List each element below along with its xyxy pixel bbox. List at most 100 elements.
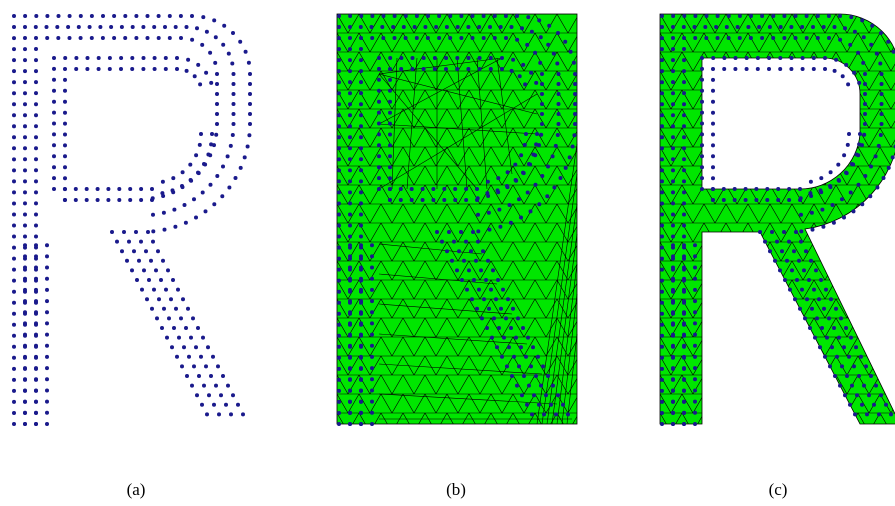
- mesh-node: [481, 14, 486, 18]
- mesh-node: [820, 207, 825, 212]
- mesh-node: [682, 366, 686, 371]
- point: [229, 412, 233, 417]
- point: [119, 67, 123, 71]
- point: [12, 102, 16, 107]
- mesh-node: [359, 179, 363, 184]
- mesh-node: [542, 412, 546, 417]
- point: [176, 287, 180, 292]
- mesh-node: [682, 36, 686, 40]
- point: [110, 230, 114, 234]
- mesh-node: [660, 234, 664, 239]
- mesh-node: [556, 31, 560, 35]
- point: [23, 422, 27, 426]
- mesh-node: [818, 188, 823, 193]
- mesh-node: [485, 191, 490, 196]
- mesh-node: [523, 82, 528, 87]
- mesh-node: [401, 25, 406, 29]
- point: [175, 354, 179, 359]
- mesh-node: [749, 14, 753, 18]
- mesh-node: [534, 374, 538, 378]
- point: [34, 36, 38, 40]
- point: [150, 198, 154, 202]
- point: [231, 82, 236, 86]
- point: [179, 316, 183, 321]
- mesh-node: [531, 152, 536, 157]
- point: [141, 56, 146, 60]
- mesh-node: [660, 377, 664, 382]
- mesh-node: [763, 239, 767, 244]
- mesh-node: [370, 343, 374, 348]
- point: [145, 36, 150, 40]
- mesh-node: [572, 133, 577, 138]
- mesh-node: [517, 74, 522, 79]
- mesh-node: [852, 29, 857, 34]
- point: [231, 102, 236, 106]
- point: [12, 267, 16, 272]
- mesh-node: [848, 402, 852, 407]
- point: [227, 185, 232, 190]
- mesh-node: [435, 230, 439, 234]
- mesh-node: [337, 25, 341, 29]
- point: [73, 187, 78, 191]
- mesh-node: [840, 197, 844, 202]
- mesh-node: [850, 162, 854, 166]
- mesh-node: [844, 62, 849, 67]
- mesh-node: [337, 190, 341, 195]
- point: [45, 287, 49, 292]
- point: [130, 268, 134, 273]
- point: [34, 146, 38, 151]
- mesh-node: [857, 80, 862, 85]
- mesh-node: [660, 91, 664, 96]
- mesh-node: [682, 168, 686, 173]
- mesh-node: [693, 388, 697, 393]
- point: [175, 56, 179, 60]
- mesh-node: [494, 297, 498, 302]
- mesh-node: [448, 36, 453, 40]
- mesh-node: [377, 66, 381, 71]
- point: [134, 36, 139, 40]
- mesh-node: [469, 249, 473, 254]
- mesh-node: [377, 77, 381, 82]
- mesh-node: [551, 51, 556, 56]
- mesh-node: [700, 110, 704, 115]
- point: [12, 58, 16, 63]
- mesh-node: [573, 82, 577, 86]
- mesh-node: [337, 278, 341, 283]
- mesh-node: [459, 230, 463, 234]
- mesh-node: [711, 165, 715, 170]
- point: [204, 364, 208, 369]
- mesh-node: [556, 122, 561, 126]
- mesh-node: [370, 243, 374, 248]
- mesh-node: [733, 56, 738, 60]
- mesh-node: [660, 14, 664, 18]
- point: [146, 230, 150, 234]
- mesh-node: [546, 42, 551, 47]
- mesh-node: [555, 61, 560, 66]
- mesh-node: [671, 168, 675, 173]
- mesh-node: [348, 168, 352, 173]
- point: [241, 412, 245, 417]
- mesh-node: [556, 112, 561, 116]
- point: [112, 36, 117, 40]
- mesh-node: [370, 276, 374, 281]
- mesh-node: [704, 36, 709, 40]
- point: [12, 69, 16, 74]
- point: [67, 36, 72, 40]
- mesh-node: [348, 399, 352, 404]
- mesh-node: [671, 190, 675, 195]
- mesh-node: [682, 223, 686, 228]
- point: [45, 388, 49, 393]
- mesh-node: [509, 25, 514, 29]
- mesh-node: [660, 157, 664, 162]
- mesh-node: [455, 25, 460, 29]
- point: [212, 402, 216, 407]
- mesh-node: [501, 287, 505, 292]
- point: [45, 36, 50, 40]
- mesh-node: [671, 80, 675, 85]
- mesh-node: [531, 345, 535, 350]
- mesh-node: [348, 146, 352, 151]
- mesh-node: [853, 412, 857, 417]
- point: [34, 69, 38, 74]
- mesh-node: [863, 112, 867, 116]
- mesh-node: [682, 102, 686, 107]
